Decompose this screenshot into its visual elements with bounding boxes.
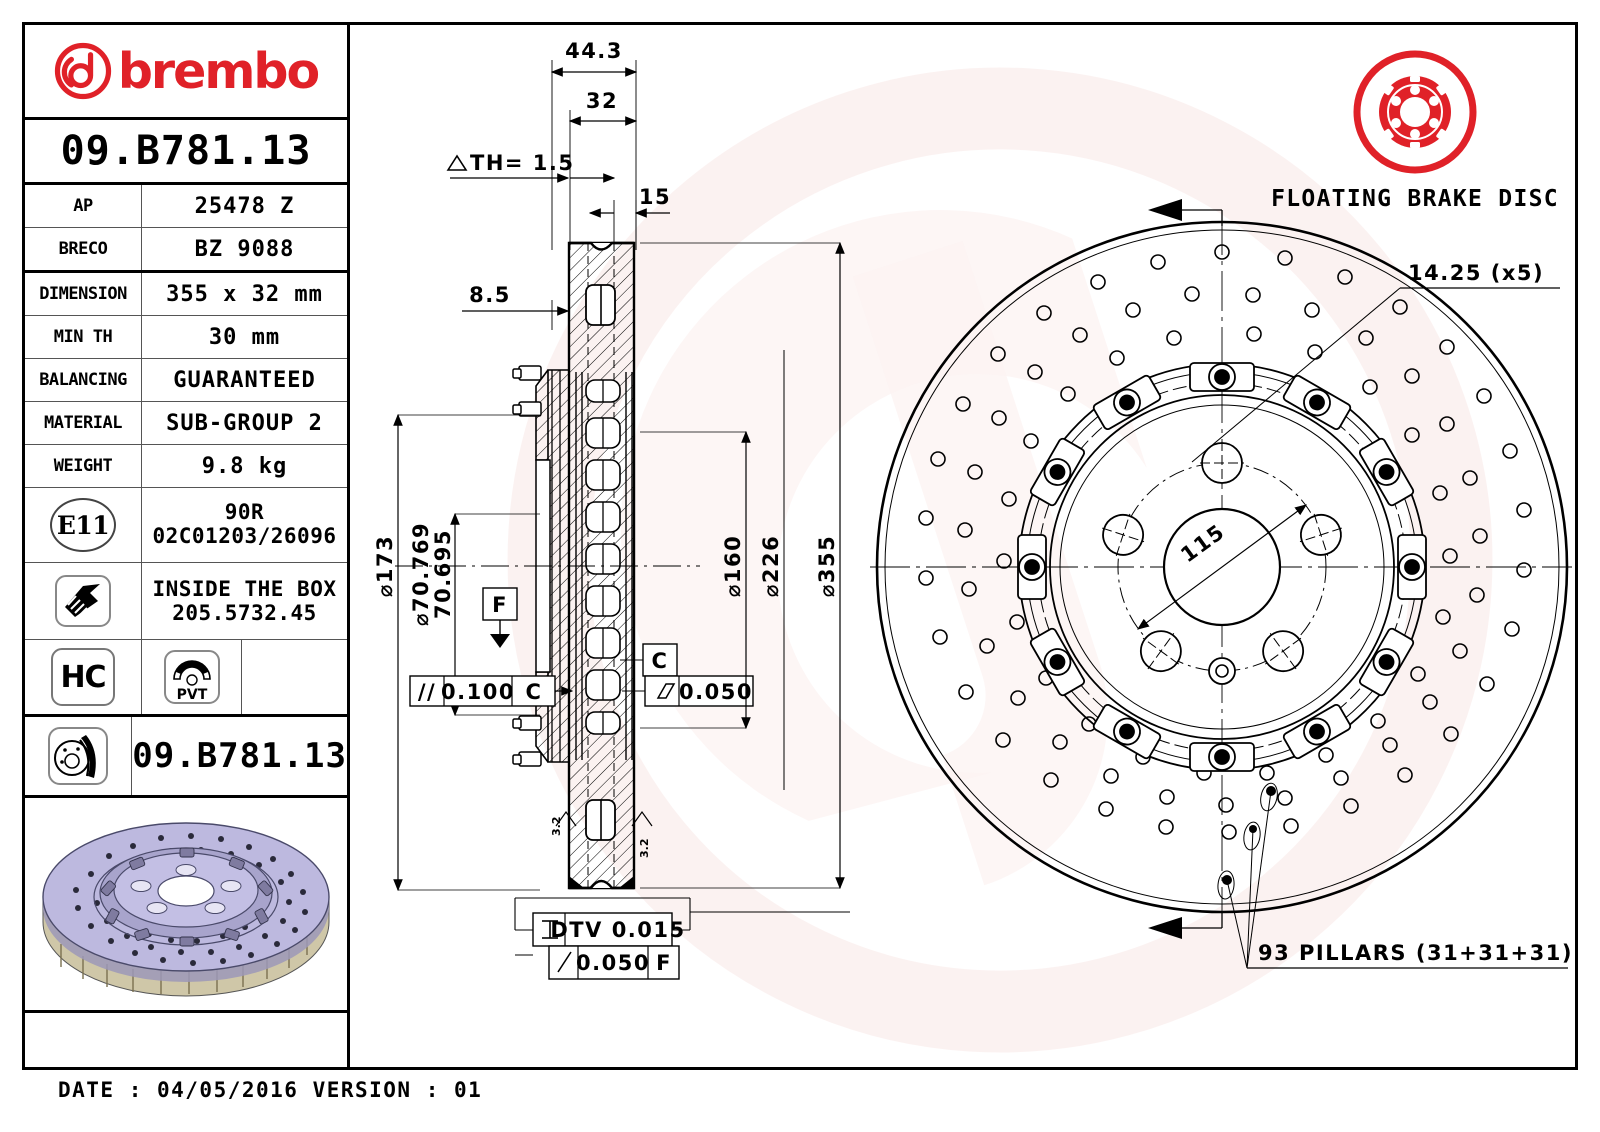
homologation-line1: 90R <box>224 500 265 525</box>
screw-icon <box>55 575 111 627</box>
row-value: 30 mm <box>208 324 281 350</box>
row-value: 355 x 32 mm <box>166 281 323 307</box>
tail-part-code: 09.B781.13 <box>132 736 347 776</box>
accessory-value: INSIDE THE BOX 205.5732.45 <box>142 563 347 639</box>
pvt-mark-cell: PVT <box>142 640 242 714</box>
footer-date: DATE : 04/05/2016 VERSION : 01 <box>58 1078 483 1102</box>
row-value: BZ 9088 <box>194 236 295 262</box>
spec-panel: brembo 09.B781.13 AP 25478 Z BRECO BZ 90… <box>25 25 350 1067</box>
homologation-value: 90R 02C01203/26096 <box>142 488 347 562</box>
table-row: BALANCING GUARANTEED <box>25 359 347 402</box>
table-row: WEIGHT 9.8 kg <box>25 445 347 488</box>
part-code-cell: 09.B781.13 <box>25 120 347 185</box>
row-label: MATERIAL <box>25 402 142 444</box>
row-label: BRECO <box>25 228 142 270</box>
row-value: 25478 Z <box>194 193 295 219</box>
brand-name: brembo <box>117 42 320 100</box>
tail-code-row: 09.B781.13 <box>25 717 347 798</box>
marks-row: HC PVT <box>25 640 347 717</box>
row-label: WEIGHT <box>25 445 142 487</box>
row-label: BALANCING <box>25 359 142 401</box>
brake-disc-3d-render <box>42 822 330 997</box>
e11-badge-cell: E11 <box>25 488 142 562</box>
table-row: MATERIAL SUB-GROUP 2 <box>25 402 347 445</box>
row-value: SUB-GROUP 2 <box>166 410 323 436</box>
row-label: DIMENSION <box>25 273 142 315</box>
table-row: BRECO BZ 9088 <box>25 228 347 273</box>
disc-pad-icon-cell <box>25 717 133 795</box>
hc-mark-cell: HC <box>25 640 142 714</box>
row-label: MIN TH <box>25 316 142 358</box>
e11-badge: E11 <box>50 498 116 552</box>
accessory-row: INSIDE THE BOX 205.5732.45 <box>25 563 347 640</box>
row-value: 9.8 kg <box>201 453 288 479</box>
title-block-label: FLOATING BRAKE DISC <box>1271 186 1559 212</box>
disc-render-cell <box>25 798 347 1013</box>
row-value: GUARANTEED <box>173 367 316 393</box>
part-code: 09.B781.13 <box>60 128 312 174</box>
homologation-line2: 02C01203/26096 <box>152 524 337 548</box>
brake-pad-pvt-icon: PVT <box>163 650 220 704</box>
floating-brake-disc-icon <box>1353 50 1477 174</box>
homologation-row: E11 90R 02C01203/26096 <box>25 488 347 563</box>
brand-logo-cell: brembo <box>25 25 347 120</box>
title-block: FLOATING BRAKE DISC <box>1265 42 1565 217</box>
accessory-line2: 205.5732.45 <box>172 601 317 625</box>
accessory-line1: INSIDE THE BOX <box>152 576 337 601</box>
screw-icon-cell <box>25 563 142 639</box>
table-row: AP 25478 Z <box>25 185 347 228</box>
table-row: DIMENSION 355 x 32 mm <box>25 273 347 316</box>
brembo-b-icon <box>54 42 111 100</box>
marks-empty-cell <box>242 640 347 714</box>
pvt-label: PVT <box>176 687 207 703</box>
table-row: MIN TH 30 mm <box>25 316 347 359</box>
row-label: AP <box>25 185 142 227</box>
disc-and-pad-icon <box>48 727 109 785</box>
drawing-frame <box>22 22 1578 1070</box>
hc-badge: HC <box>51 648 115 706</box>
